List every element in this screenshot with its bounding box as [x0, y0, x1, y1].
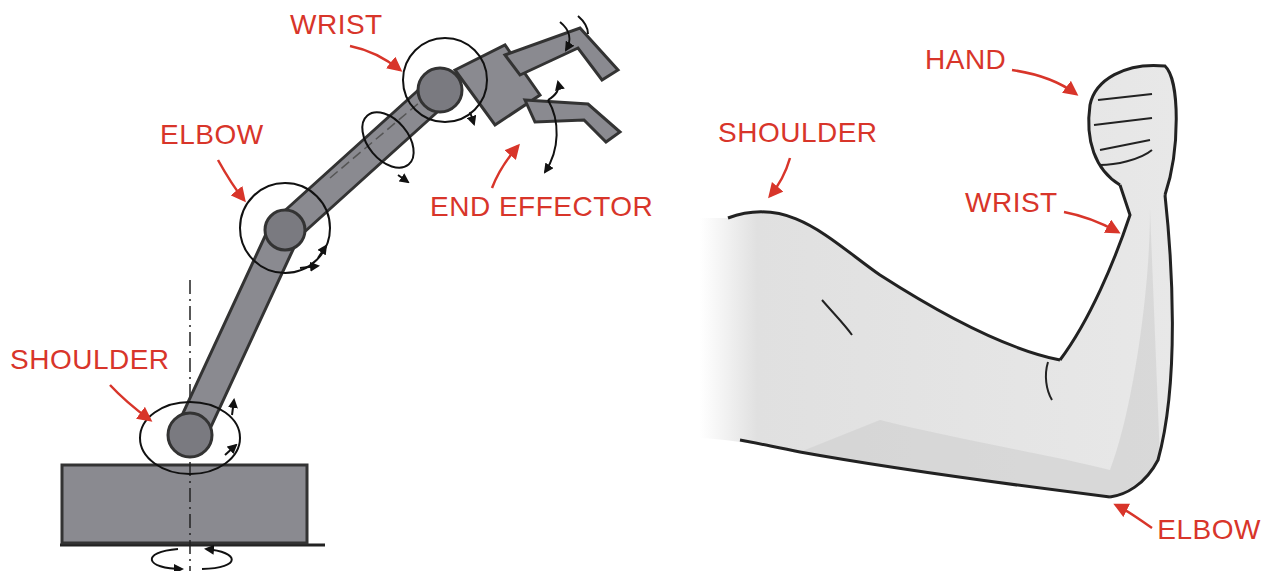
part-label: SHOULDER	[718, 118, 878, 149]
robot-arm	[60, 16, 620, 571]
part-label: WRIST	[965, 188, 1058, 219]
part-label: WRIST	[290, 10, 383, 41]
human-arm	[700, 65, 1176, 497]
part-label: ELBOW	[160, 120, 264, 151]
part-label: ELBOW	[1157, 515, 1261, 546]
part-label: SHOULDER	[10, 345, 170, 376]
part-label: HAND	[925, 45, 1006, 76]
leader-arrows	[110, 46, 1152, 528]
part-label: END EFFECTOR	[430, 192, 653, 223]
